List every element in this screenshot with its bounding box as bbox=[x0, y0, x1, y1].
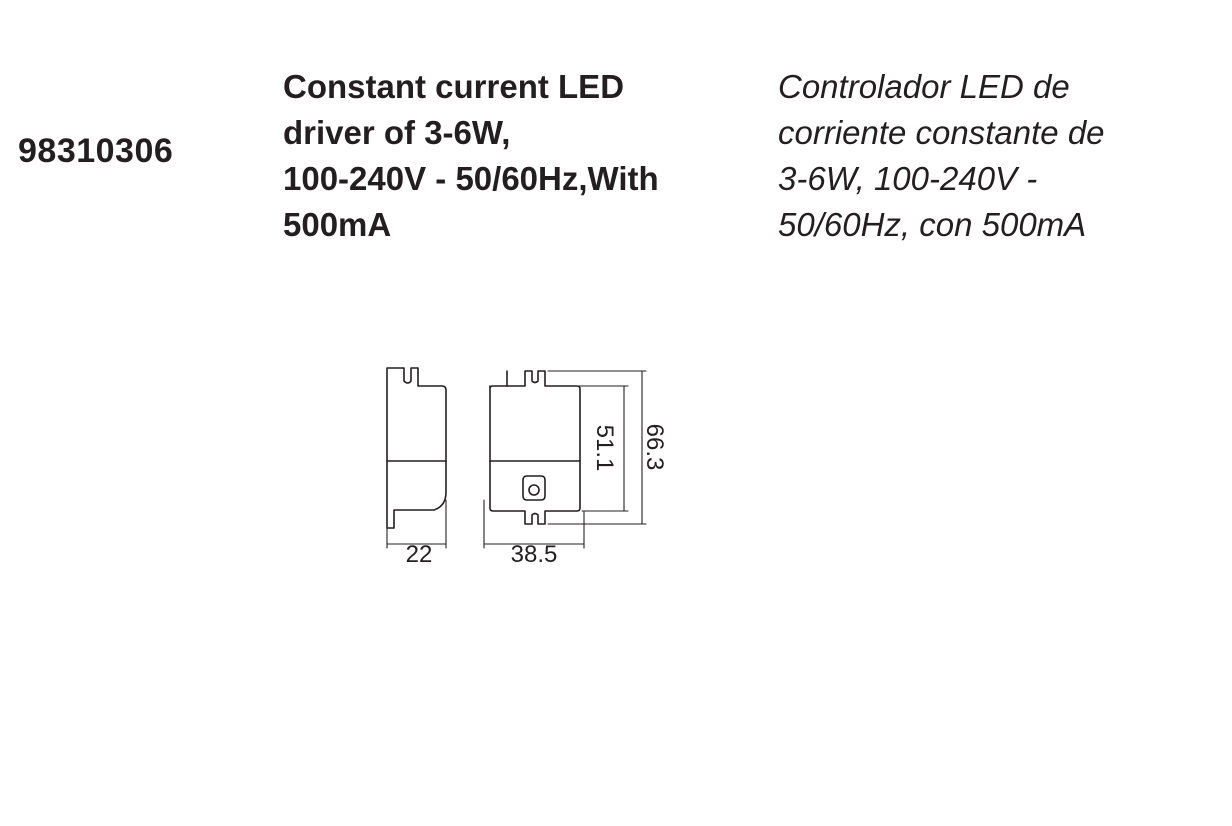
description-english: Constant current LED driver of 3-6W, 100… bbox=[283, 64, 659, 248]
description-spanish: Controlador LED de corriente constante d… bbox=[778, 64, 1105, 248]
description-line: 100-240V - 50/60Hz,With bbox=[283, 160, 659, 197]
product-reference: 98310306 bbox=[18, 132, 174, 170]
description-line: 3-6W, 100-240V - bbox=[778, 160, 1038, 197]
length-dimension-label: 38.5 bbox=[511, 541, 558, 568]
description-line: 50/60Hz, con 500mA bbox=[778, 206, 1087, 243]
description-line: driver of 3-6W, bbox=[283, 114, 511, 151]
description-line: Controlador LED de bbox=[778, 68, 1070, 105]
description-line: Constant current LED bbox=[283, 68, 625, 105]
description-line: corriente constante de bbox=[778, 114, 1105, 151]
body-height-dimension-label: 51.1 bbox=[591, 425, 618, 472]
width-dimension-label: 22 bbox=[406, 541, 433, 568]
description-line: 500mA bbox=[283, 206, 392, 243]
dimension-lines bbox=[386, 370, 647, 549]
side-view bbox=[386, 367, 447, 529]
total-height-dimension-label: 66.3 bbox=[641, 424, 668, 471]
front-view bbox=[489, 370, 581, 525]
